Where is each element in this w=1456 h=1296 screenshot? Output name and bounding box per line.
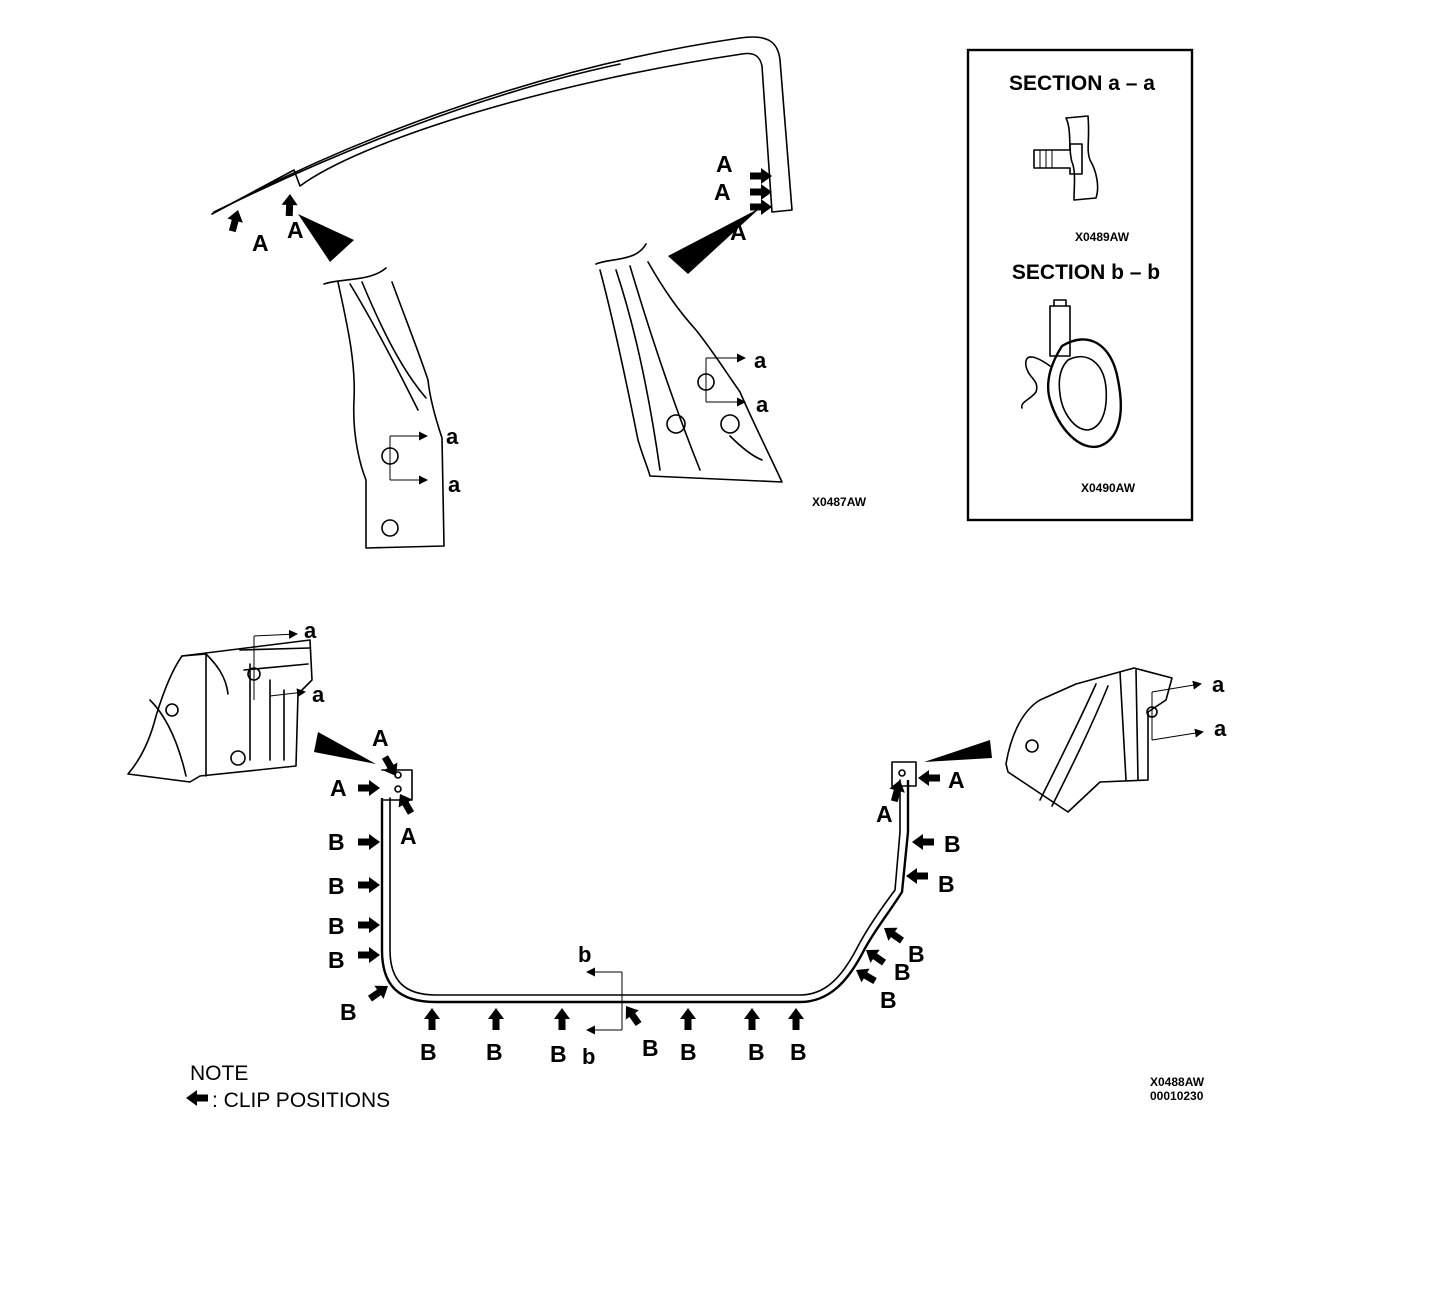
clip-label-a: A bbox=[372, 725, 389, 751]
left-door-frame-detail: a a bbox=[127, 618, 325, 783]
roof-weatherstrip-outline bbox=[211, 36, 793, 215]
clip-label-a: A bbox=[252, 230, 269, 256]
clip-label-a: A bbox=[287, 217, 304, 243]
clip-arrow-icon bbox=[393, 790, 418, 818]
clip-label-b: B bbox=[328, 873, 345, 899]
clip-label-a: A bbox=[876, 801, 893, 827]
rear-pillar-detail: a a bbox=[595, 243, 783, 483]
drawing-ref-number: 00010230 bbox=[1150, 1089, 1204, 1103]
clip-label-b: B bbox=[938, 871, 955, 897]
clip-arrow-icon bbox=[744, 1008, 760, 1030]
clip-label-a: A bbox=[330, 775, 347, 801]
clip-arrow-icon bbox=[186, 1090, 208, 1106]
clip-arrow-icon bbox=[488, 1008, 504, 1030]
clip-label-a: A bbox=[400, 823, 417, 849]
clip-label-b: B bbox=[944, 831, 961, 857]
note-legend-text: : CLIP POSITIONS bbox=[212, 1089, 390, 1112]
section-b-weatherstrip-drawing bbox=[1020, 299, 1122, 449]
bottom-weatherstrip-drawing: a a a a A A A A A bbox=[127, 618, 1227, 1103]
section-detail-box: SECTION a – a X0489AW SECTION b – b X049… bbox=[966, 48, 1194, 522]
note-title: NOTE bbox=[190, 1062, 248, 1085]
clip-label-a: A bbox=[716, 151, 733, 177]
clip-arrow-icon bbox=[750, 184, 772, 200]
section-mark-b: b bbox=[578, 942, 591, 967]
clip-arrow-icon bbox=[788, 1008, 804, 1030]
section-mark-a: a bbox=[446, 424, 459, 449]
clip-arrow-icon bbox=[365, 979, 393, 1006]
detail-pointer-wedge bbox=[924, 740, 992, 762]
clip-label-b: B bbox=[340, 999, 357, 1025]
section-b-code: X0490AW bbox=[1081, 481, 1136, 495]
section-mark-a: a bbox=[756, 392, 769, 417]
clip-label-b: B bbox=[328, 947, 345, 973]
clip-arrow-icon bbox=[852, 963, 880, 988]
top-weatherstrip-drawing: A A A A A a a bbox=[211, 36, 867, 549]
clip-label-b: B bbox=[908, 941, 925, 967]
clip-label-b: B bbox=[328, 913, 345, 939]
section-mark-a: a bbox=[1212, 672, 1225, 697]
lower-weatherstrip bbox=[380, 780, 910, 1004]
clip-label-b: B bbox=[880, 987, 897, 1013]
section-b-title: SECTION b – b bbox=[1012, 261, 1160, 284]
clip-label-b: B bbox=[790, 1039, 807, 1065]
clip-label-b: B bbox=[642, 1035, 659, 1061]
clip-label-b: B bbox=[894, 959, 911, 985]
clip-arrow-icon bbox=[378, 752, 403, 780]
clip-arrow-icon bbox=[224, 207, 246, 234]
clip-label-a: A bbox=[948, 767, 965, 793]
section-a-title: SECTION a – a bbox=[1009, 72, 1155, 95]
clip-arrow-icon bbox=[358, 780, 380, 796]
clip-label-b: B bbox=[680, 1039, 697, 1065]
section-mark-a: a bbox=[448, 472, 461, 497]
section-mark-a: a bbox=[312, 682, 325, 707]
clip-arrow-icon bbox=[358, 834, 380, 850]
detail-pointer-wedge bbox=[668, 208, 760, 274]
note-legend: NOTE : CLIP POSITIONS bbox=[186, 1062, 390, 1112]
section-a-clip-drawing bbox=[1033, 115, 1099, 201]
drawing-code: X0487AW bbox=[812, 495, 867, 509]
front-pillar-detail: a a bbox=[323, 267, 461, 549]
right-door-frame-detail: a a bbox=[1005, 667, 1227, 813]
clip-arrow-icon bbox=[358, 947, 380, 963]
clip-arrow-icon bbox=[281, 193, 298, 217]
clip-label-b: B bbox=[486, 1039, 503, 1065]
clip-label-b: B bbox=[550, 1041, 567, 1067]
clip-arrow-icon bbox=[358, 877, 380, 893]
clip-arrow-icon bbox=[879, 921, 907, 948]
clip-label-b: B bbox=[420, 1039, 437, 1065]
clip-label-b: B bbox=[748, 1039, 765, 1065]
clip-arrow-icon bbox=[358, 917, 380, 933]
section-a-code: X0489AW bbox=[1075, 230, 1130, 244]
drawing-code: X0488AW bbox=[1150, 1075, 1205, 1089]
detail-pointer-wedge bbox=[298, 214, 354, 262]
detail-pointer-wedge bbox=[314, 732, 376, 764]
clip-arrow-icon bbox=[424, 1008, 440, 1030]
clip-arrow-icon bbox=[554, 1008, 570, 1030]
clip-arrow-icon bbox=[912, 834, 934, 850]
section-mark-a: a bbox=[754, 348, 767, 373]
section-mark-a: a bbox=[304, 618, 317, 643]
clip-arrow-icon bbox=[906, 868, 928, 884]
section-mark-b: b bbox=[582, 1044, 595, 1069]
section-mark-a: a bbox=[1214, 716, 1227, 741]
clip-arrow-icon bbox=[680, 1008, 696, 1030]
clip-label-b: B bbox=[328, 829, 345, 855]
clip-arrow-icon bbox=[886, 777, 908, 804]
clip-label-a: A bbox=[714, 179, 731, 205]
clip-arrow-icon bbox=[918, 770, 940, 786]
clip-arrow-icon bbox=[619, 1001, 646, 1029]
